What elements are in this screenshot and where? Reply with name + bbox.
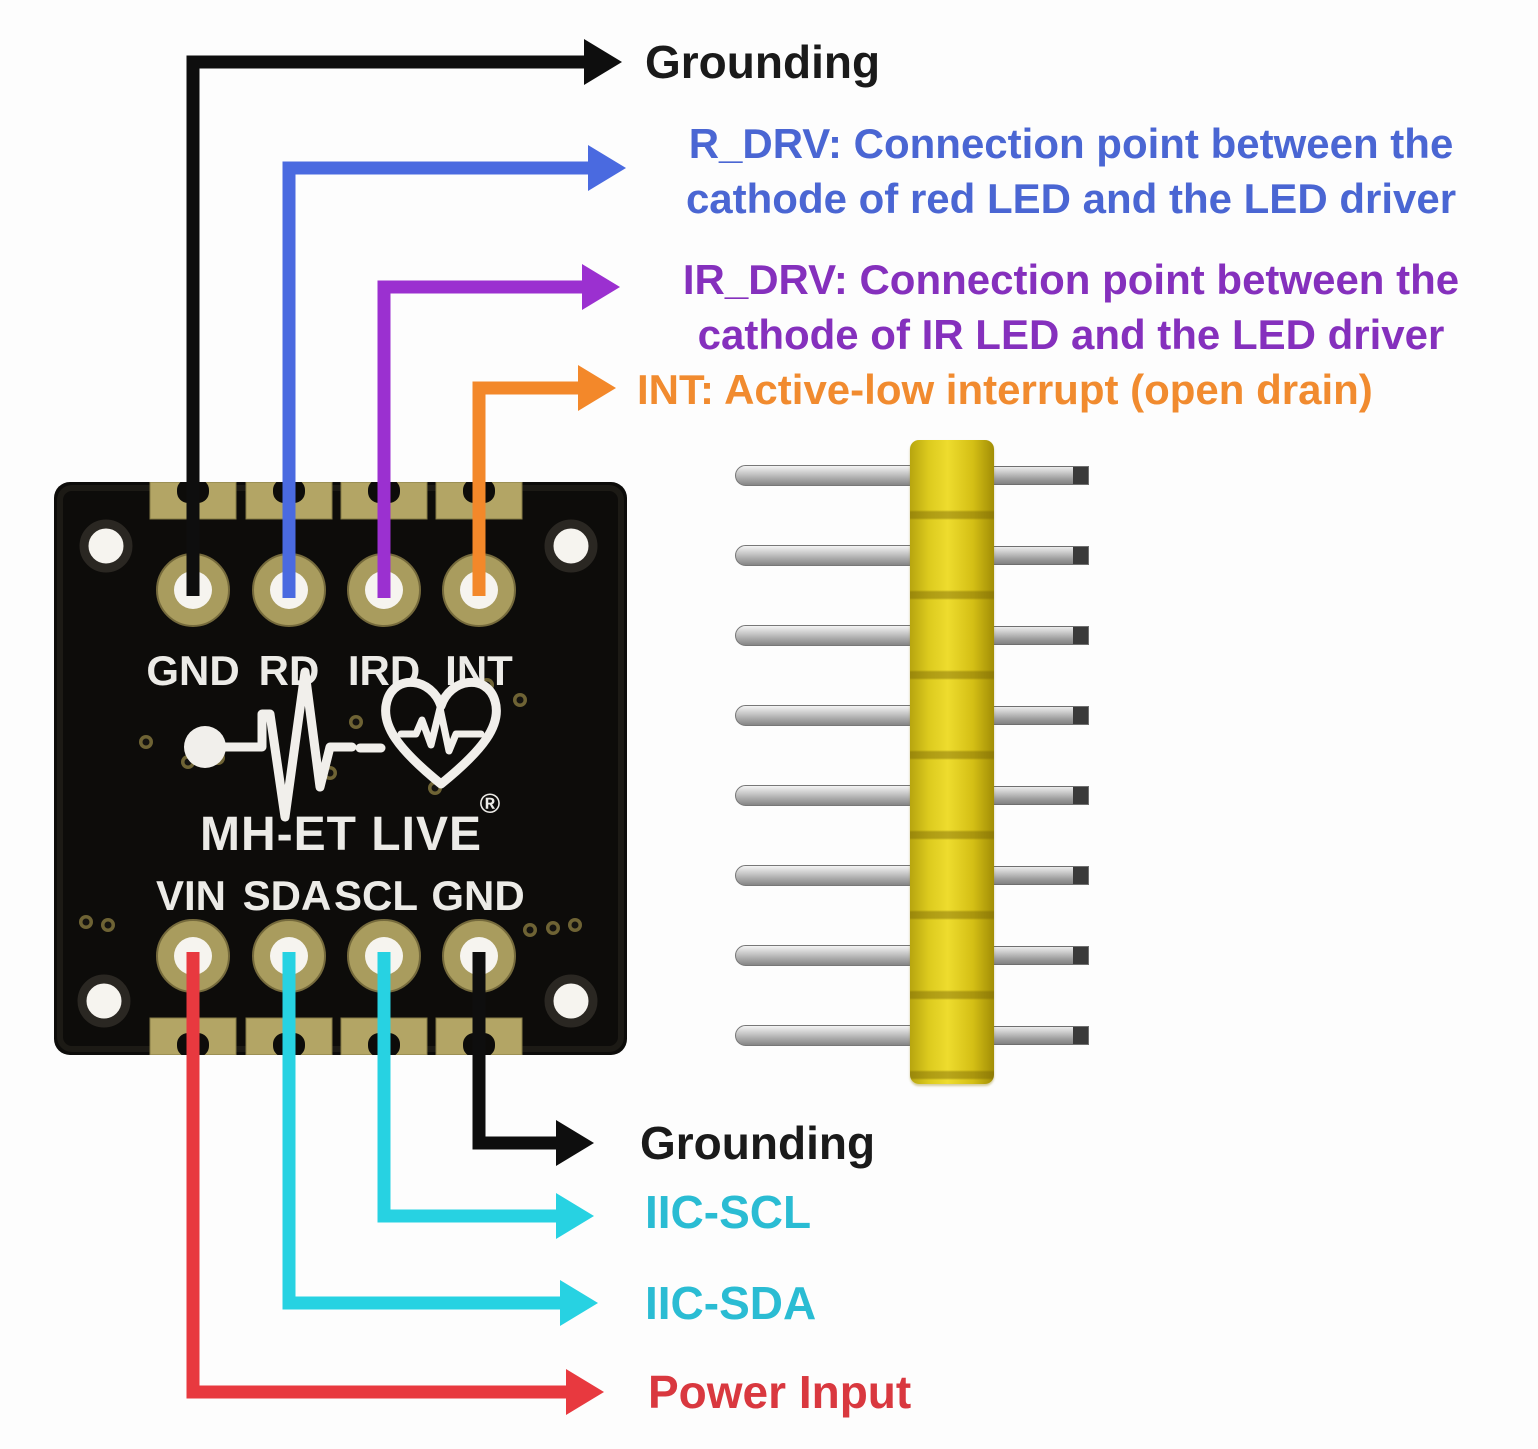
header-pin-right [992,1026,1089,1045]
label-r-drv-line1: R_DRV: Connection point between the [688,120,1454,167]
header-pin-tip [1073,947,1088,964]
header-pin-tip [1073,1027,1088,1044]
header-pin-right [992,786,1089,805]
pad-notch [273,1033,305,1055]
pin-hole [174,571,212,609]
arrowhead-scl [556,1193,594,1239]
arrowhead-gnd-bottom [556,1120,594,1166]
arrowhead-rdrv [588,145,626,191]
label-ir-drv-line1: IR_DRV: Connection point between the [682,256,1460,303]
registered-mark: ® [480,788,501,819]
pad-notch [368,1033,400,1055]
silk-label-sda: SDA [243,872,332,919]
pin-hole [270,571,308,609]
header-plastic-strip [910,440,994,1084]
header-pin-right [992,466,1089,485]
pad-notch [273,482,305,503]
label-ir-drv: IR_DRV: Connection point between the cat… [635,252,1507,362]
via [104,921,112,929]
heart-icon [381,678,501,789]
arrowhead-irdrv [582,264,620,310]
header-pin-tip [1073,787,1088,804]
label-grounding-top: Grounding [645,36,881,88]
header-pin-right [992,546,1089,565]
header-pin-left [735,1025,912,1046]
header-pin-right [992,706,1089,725]
arrowhead-int [578,365,616,411]
ecg-graphic [184,667,501,822]
silk-label-gnd-bottom: GND [431,872,524,919]
header-pin-left [735,545,912,566]
pin-hole [270,937,308,975]
label-int: INT: Active-low interrupt (open drain) [637,366,1373,413]
via [352,718,360,726]
pin-hole [460,937,498,975]
pin-hole [460,571,498,609]
via [549,924,557,932]
mounting-hole [544,519,598,573]
mounting-hole [77,974,131,1028]
pin-hole [365,571,403,609]
pad-notch [177,1033,209,1055]
header-pin-left [735,945,912,966]
label-power-input: Power Input [648,1366,912,1418]
ecg-dot [184,726,226,768]
header-pin-left [735,865,912,886]
pad-notch [368,482,400,503]
silk-label-vin: VIN [156,872,226,919]
silk-label-gnd-top: GND [146,647,239,694]
silk-label-scl: SCL [334,872,418,919]
header-pin-left [735,625,912,646]
pcb-module: GND RD IRD INT MH-ET LIVE ® VIN SDA SCL … [54,482,627,1055]
pin-hole [174,937,212,975]
pcb-board [54,482,627,1055]
pad-notch [463,1033,495,1055]
via [516,696,524,704]
header-pin-left [735,465,912,486]
label-grounding-bottom: Grounding [640,1117,876,1169]
brand-text: MH-ET LIVE [200,808,482,861]
label-ir-drv-line2: cathode of IR LED and the LED driver [697,311,1445,358]
header-pin-right [992,866,1089,885]
header-pin-tip [1073,467,1088,484]
silk-label-ird: IRD [348,647,420,694]
header-pin-right [992,946,1089,965]
label-iic-scl: IIC-SCL [645,1186,812,1238]
mounting-hole [79,519,133,573]
header-pin-tip [1073,627,1088,644]
heart-ecg-trace [397,704,485,755]
via [571,921,579,929]
header-pin-left [735,705,912,726]
pad-notch [463,482,495,503]
header-pin-left [735,785,912,806]
header-pin-tip [1073,867,1088,884]
label-iic-sda: IIC-SDA [645,1277,817,1329]
pad-notch [177,482,209,503]
header-pin-right [992,626,1089,645]
via [82,918,90,926]
label-r-drv: R_DRV: Connection point between the cath… [635,116,1507,226]
mounting-hole [544,974,598,1028]
ecg-trace [219,667,357,822]
arrowhead-power [566,1369,604,1415]
pin-hole [365,937,403,975]
arrowhead-sda [560,1280,598,1326]
header-pin-tip [1073,547,1088,564]
label-r-drv-line2: cathode of red LED and the LED driver [685,175,1457,222]
via [526,926,534,934]
arrowhead-gnd-top [584,39,622,85]
header-pin-tip [1073,707,1088,724]
via [142,738,150,746]
